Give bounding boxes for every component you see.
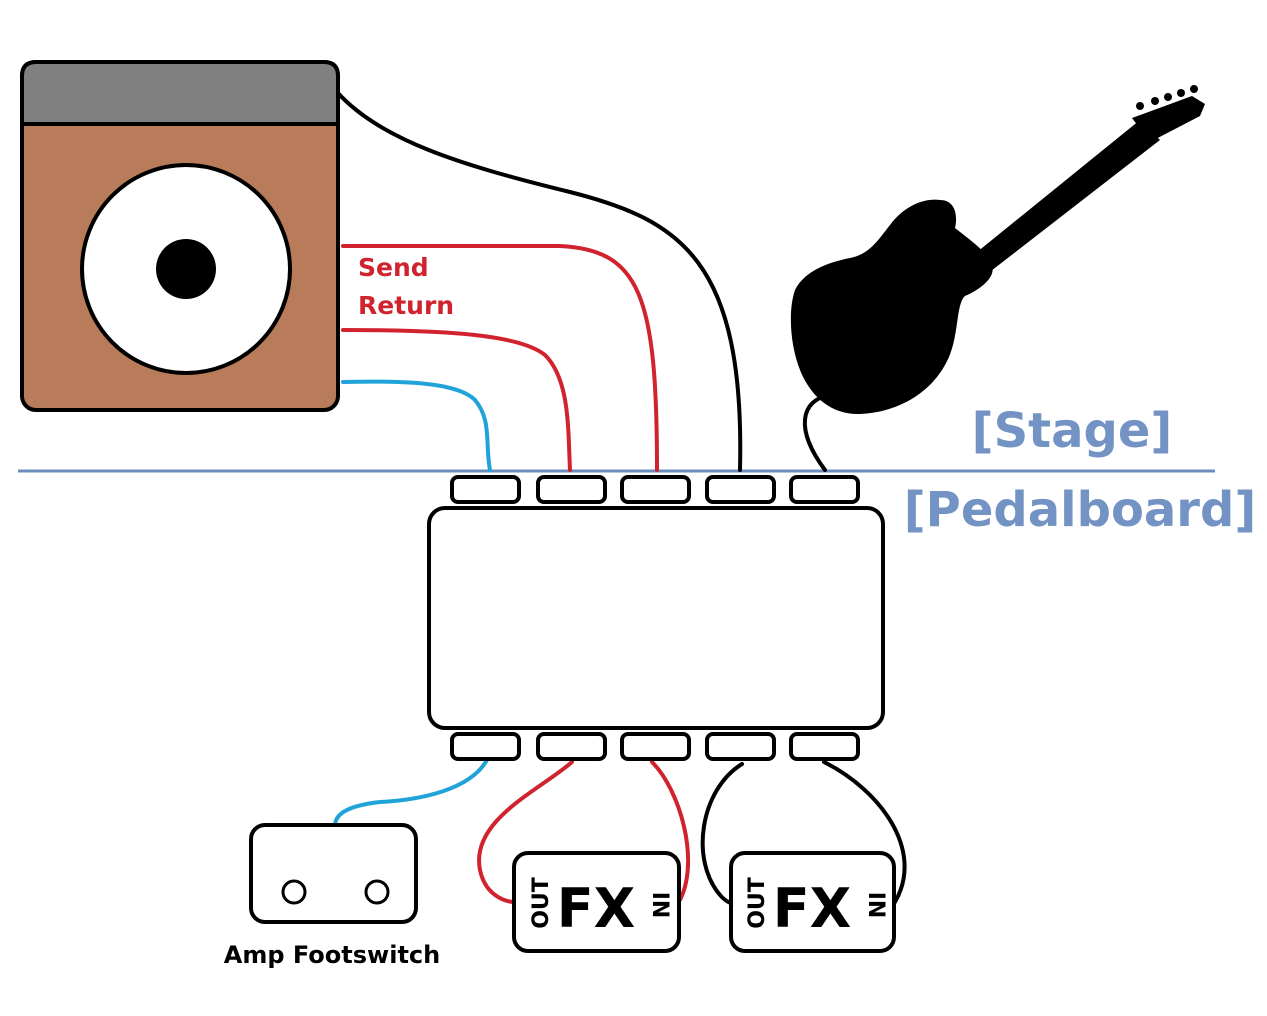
fx-pedal-1: FX OUT IN	[512, 851, 681, 953]
jack-bottom-1	[450, 732, 521, 761]
footswitch-button-2	[364, 879, 390, 905]
jack-bottom-2	[536, 732, 607, 761]
jack-bottom-5	[789, 732, 860, 761]
pedalboard-label: [Pedalboard]	[904, 482, 1257, 538]
jack-bottom-3	[620, 732, 691, 761]
guitar-icon	[790, 85, 1205, 415]
jack-top-5	[789, 475, 860, 504]
jack-top-1	[450, 475, 521, 504]
guitar-cable	[802, 393, 832, 472]
fx-pedal-1-title: FX	[557, 877, 636, 940]
jack-top-3	[620, 475, 691, 504]
fx2-in-cable	[822, 760, 907, 904]
amplifier	[20, 60, 340, 412]
fx-pedal-1-in-label: IN	[647, 892, 672, 919]
fx-pedal-2-out-label: OUT	[745, 877, 770, 929]
return-cable	[341, 328, 572, 472]
fx-pedal-2-title: FX	[773, 877, 852, 940]
footswitch-send-cable	[341, 379, 492, 472]
return-label: Return	[358, 291, 454, 320]
amp-input-cable	[335, 90, 743, 472]
amp-footswitch	[249, 823, 418, 924]
amp-footswitch-cable	[333, 758, 489, 828]
stage-label: [Stage]	[972, 403, 1173, 459]
jack-bottom-4	[705, 732, 776, 761]
send-label: Send	[358, 253, 429, 282]
jack-top-4	[705, 475, 776, 504]
fx-pedal-1-out-label: OUT	[529, 877, 554, 929]
jack-top-2	[536, 475, 607, 504]
amp-footswitch-label: Amp Footswitch	[224, 941, 440, 969]
switcher-unit	[427, 475, 885, 761]
fx-pedal-2: FX OUT IN	[729, 851, 896, 953]
speaker-dustcap	[156, 239, 216, 299]
footswitch-button-1	[281, 879, 307, 905]
fx1-out-cable	[477, 760, 574, 904]
bottom-jacks	[450, 732, 860, 761]
send-cable	[341, 244, 659, 472]
top-jacks	[450, 475, 860, 504]
fx-pedal-2-in-label: IN	[863, 892, 888, 919]
fx1-in-cable	[650, 760, 691, 902]
